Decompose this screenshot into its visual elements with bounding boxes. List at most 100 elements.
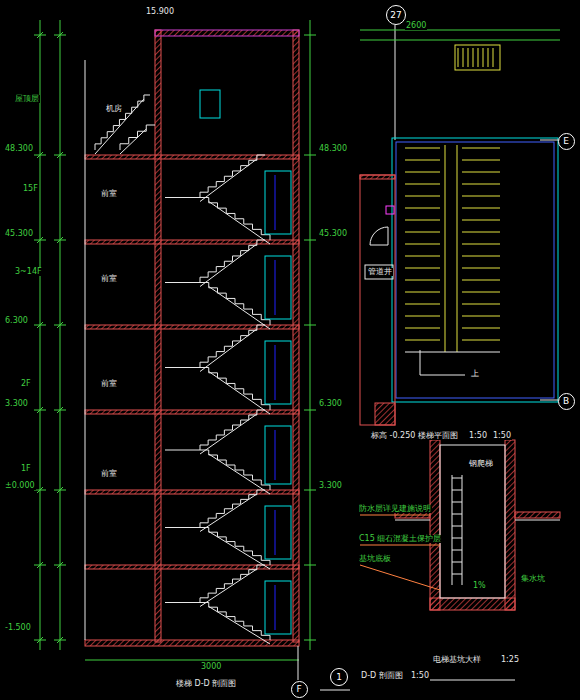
ladder-rung <box>452 478 462 479</box>
stair-flight <box>200 283 270 326</box>
dimension-line <box>310 20 311 650</box>
stair-soffit <box>209 532 270 570</box>
grid-bubble: 27 <box>386 5 406 25</box>
drawing-label: 48.300 <box>318 145 348 153</box>
dimension-tick <box>304 410 316 411</box>
door-leaf <box>275 585 276 630</box>
drawing-label: 基坑底板 <box>358 555 392 563</box>
label-frame <box>365 265 393 279</box>
landing <box>165 282 200 283</box>
stair-flight <box>200 240 265 283</box>
ladder-rung <box>452 574 462 575</box>
drawing-label: 上 <box>470 370 480 378</box>
tread <box>483 48 484 67</box>
door <box>265 426 291 484</box>
drawing-label: 2600 <box>405 22 427 30</box>
ground-slab <box>85 640 299 646</box>
tread <box>478 48 479 67</box>
tread <box>405 256 440 257</box>
tread <box>462 220 500 221</box>
door-leaf <box>275 345 276 400</box>
dimension-ext <box>54 565 66 566</box>
tread <box>462 256 500 257</box>
ladder-rung <box>452 502 462 503</box>
drawing-label: ±0.000 <box>4 482 36 490</box>
dimension-ext <box>54 640 66 641</box>
dimension-ext <box>54 240 66 241</box>
door <box>265 256 291 319</box>
stair-soffit <box>200 569 257 607</box>
handrail <box>445 145 446 352</box>
title-underline <box>320 690 350 691</box>
drawing-label: 前室 <box>100 380 118 388</box>
marker <box>386 206 394 214</box>
tread <box>462 184 500 185</box>
drawing-label: 3.300 <box>318 482 343 490</box>
grid-label: E <box>563 137 569 146</box>
drawing-label: C15 细石混凝土保护层 <box>358 535 442 543</box>
landing <box>165 197 200 198</box>
dimension-ext <box>54 490 66 491</box>
ladder-rail <box>462 475 463 585</box>
stair-soffit <box>209 372 270 415</box>
tread <box>405 148 440 149</box>
grid-line <box>540 140 558 141</box>
tread <box>462 304 500 305</box>
drawing-label: 1F <box>20 465 32 473</box>
tread <box>462 208 500 209</box>
landing <box>165 450 200 451</box>
tread <box>405 196 440 197</box>
dimension-tick <box>304 640 316 641</box>
stair-soffit <box>209 454 270 494</box>
shaft <box>455 45 500 70</box>
tread <box>462 328 500 329</box>
door <box>265 506 291 559</box>
grid-label: F <box>296 685 301 694</box>
drawing-label: 前室 <box>100 190 118 198</box>
drawing-label: 1% <box>472 582 487 590</box>
column <box>375 403 395 425</box>
stair-soffit <box>200 414 257 454</box>
drawing-label: 前室 <box>100 275 118 283</box>
door <box>265 341 291 404</box>
stair-flight <box>200 155 265 198</box>
dimension-line <box>60 20 61 650</box>
roof-slab <box>155 30 299 36</box>
grid-label: B <box>563 397 569 406</box>
tread <box>462 232 500 233</box>
tread <box>462 316 500 317</box>
stair-flight <box>200 325 265 368</box>
leader <box>360 545 440 546</box>
tread <box>405 232 440 233</box>
dimension-ext <box>34 410 46 411</box>
grid-line <box>395 25 396 140</box>
drawing-label: 45.300 <box>4 230 34 238</box>
stair-flight <box>200 410 265 450</box>
stair-flight <box>200 368 270 411</box>
dimension-tick <box>304 325 316 326</box>
handrail <box>457 145 458 352</box>
drawing-label: 15F <box>22 185 39 193</box>
stair-soffit <box>209 607 270 645</box>
grid-label: 1 <box>336 673 342 682</box>
ladder-rung <box>452 514 462 515</box>
drawing-label: 钢爬梯 <box>468 460 494 468</box>
door-leaf <box>275 430 276 480</box>
door-leaf <box>275 260 276 315</box>
ground-line <box>395 520 430 521</box>
room-wall <box>360 175 395 425</box>
landing-edge <box>405 352 500 353</box>
dimension-ext <box>34 240 46 241</box>
drawing-label: 电梯基坑大样 <box>432 656 482 664</box>
dimension-tick <box>304 490 316 491</box>
tread <box>488 48 489 67</box>
tread <box>462 280 500 281</box>
drawing-label: -1.500 <box>4 624 32 632</box>
dimension-ext <box>34 565 46 566</box>
tread <box>405 244 440 245</box>
dimension-ext <box>34 325 46 326</box>
dimension-ext <box>54 155 66 156</box>
landing <box>165 527 200 528</box>
window <box>200 90 220 118</box>
